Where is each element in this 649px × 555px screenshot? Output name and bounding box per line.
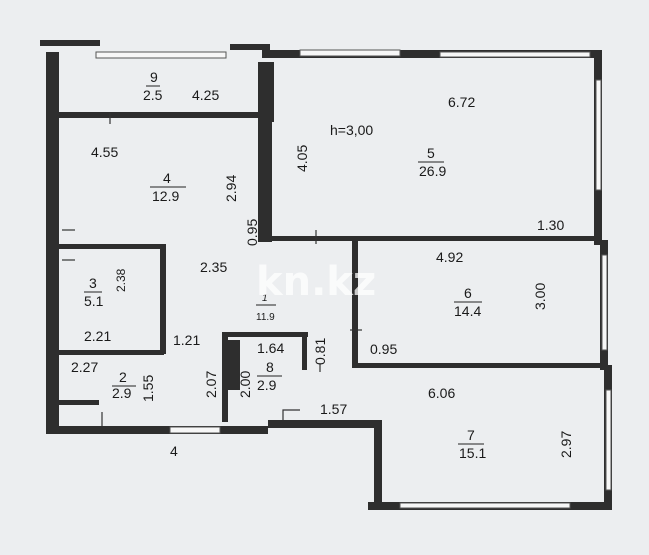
- dim-1-57: 1.57: [320, 401, 347, 417]
- room-3-number: 3: [89, 275, 97, 291]
- room-9-number: 9: [150, 69, 158, 85]
- room-2-number: 2: [119, 369, 127, 385]
- dimension-labels: 4.25 6.72 4.55 4.05 2.94 0.95 1.30 2.35 …: [71, 87, 574, 459]
- room-7-number: 7: [467, 427, 475, 443]
- dim-2-94: 2.94: [223, 175, 239, 202]
- room-6-number: 6: [464, 285, 472, 301]
- dim-1-21: 1.21: [173, 332, 200, 348]
- room-4: 4 12.9: [150, 170, 186, 204]
- dim-4-55: 4.55: [91, 144, 118, 160]
- room-6: 6 14.4: [454, 285, 482, 319]
- room-8-area: 2.9: [257, 377, 277, 393]
- dim-2-07: 2.07: [203, 371, 219, 398]
- dim-0-95-b: 0.95: [370, 341, 397, 357]
- room-1-area: 11.9: [256, 312, 275, 323]
- room-4-number: 4: [163, 170, 171, 186]
- dim-2-21: 2.21: [84, 328, 111, 344]
- room-3-area: 5.1: [84, 293, 104, 309]
- room-2: 2 2.9: [112, 369, 136, 401]
- dim-1-55: 1.55: [140, 375, 156, 402]
- dim-1-64: 1.64: [257, 340, 284, 356]
- room-9: 9 2.5: [143, 69, 163, 103]
- dim-2-00: 2.00: [237, 371, 253, 398]
- room-3: 3 5.1: [84, 275, 104, 309]
- room-5: 5 26.9: [418, 145, 446, 179]
- windows: [95, 49, 612, 509]
- dim-6-72: 6.72: [448, 94, 475, 110]
- dim-0-95-a: 0.95: [244, 219, 260, 246]
- dim-2-38: 2.38: [114, 268, 128, 292]
- room-4-area: 12.9: [152, 188, 179, 204]
- room-1-number: 1: [262, 293, 268, 304]
- watermark: kn.kz: [256, 259, 376, 305]
- room-5-area: 26.9: [419, 163, 446, 179]
- room-8: 8 2.9: [257, 359, 282, 393]
- dim-4-05: 4.05: [294, 145, 310, 172]
- dim-0-81: 0.81: [312, 338, 328, 365]
- room-2-area: 2.9: [112, 385, 132, 401]
- dim-6-06: 6.06: [428, 385, 455, 401]
- dim-1-30: 1.30: [537, 217, 564, 233]
- inner-walls: [59, 62, 602, 422]
- door-markers: [62, 113, 362, 426]
- dim-2-35: 2.35: [200, 259, 227, 275]
- room-8-number: 8: [266, 359, 274, 375]
- room-9-area: 2.5: [143, 87, 163, 103]
- dim-3-00: 3.00: [532, 283, 548, 310]
- dim-2-27: 2.27: [71, 359, 98, 375]
- dim-4: 4: [170, 443, 178, 459]
- dim-2-97: 2.97: [558, 431, 574, 458]
- dim-4-92: 4.92: [436, 249, 463, 265]
- ceiling-height: h=3,00: [330, 122, 373, 138]
- room-7-area: 15.1: [459, 445, 486, 461]
- dim-4-25: 4.25: [192, 87, 219, 103]
- room-5-number: 5: [427, 145, 435, 161]
- room-6-area: 14.4: [454, 303, 481, 319]
- room-7: 7 15.1: [458, 427, 486, 461]
- room-1: 1 11.9: [256, 293, 276, 323]
